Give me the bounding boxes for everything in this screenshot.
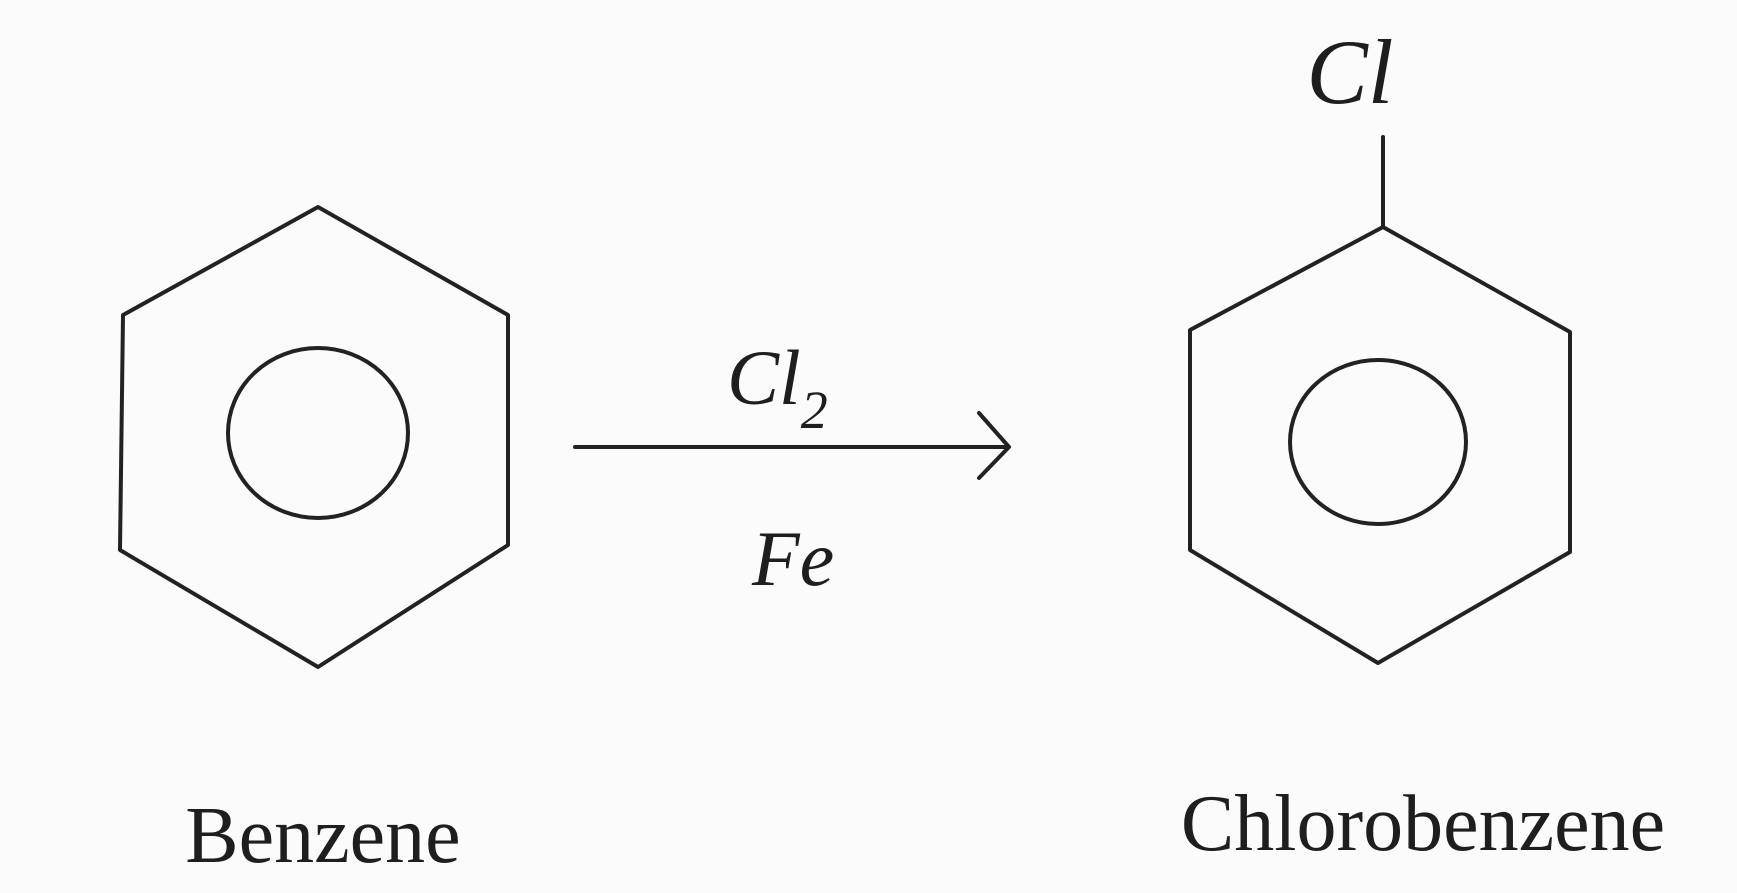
benzene-hexagon	[118, 205, 510, 669]
chlorobenzene-name: Chlorobenzene	[1181, 780, 1665, 868]
benzene-structure	[118, 205, 510, 669]
benzene-aromatic-circle	[226, 346, 410, 520]
reagent-above-arrow: Cl2	[727, 334, 828, 440]
chlorobenzene-aromatic-circle	[1288, 358, 1468, 526]
benzene-name: Benzene	[185, 792, 460, 880]
reagent-below-arrow: Fe	[751, 515, 834, 602]
reagent-symbol: Cl	[727, 334, 801, 421]
reaction-arrow	[573, 411, 1011, 480]
chlorobenzene-structure	[1188, 135, 1572, 665]
chlorobenzene-hexagon	[1188, 225, 1572, 665]
reagent-subscript: 2	[801, 380, 828, 440]
chlorine-substituent-label: Cl	[1307, 21, 1394, 123]
arrow-head	[977, 411, 1011, 480]
